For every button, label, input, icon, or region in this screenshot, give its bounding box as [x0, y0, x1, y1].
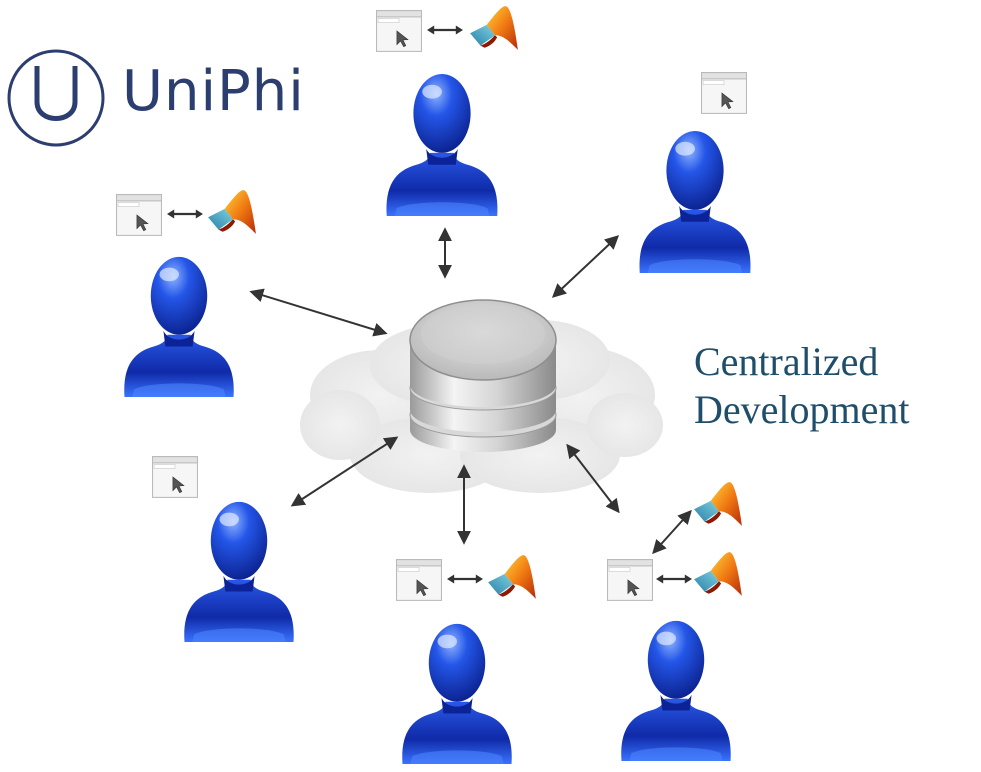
app-window-icon [116, 194, 162, 236]
user-bottom-center-icon [402, 623, 512, 765]
double-arrow-icon [447, 573, 483, 585]
arrow-left [249, 288, 388, 337]
matlab-icon [694, 482, 742, 526]
matlab-icon [470, 6, 518, 50]
user-top-icon [386, 73, 498, 217]
app-window-icon [701, 72, 747, 114]
matlab-icon [488, 555, 536, 599]
arrow-bottom-right [566, 443, 620, 514]
double-arrow-icon [167, 208, 203, 220]
app-window-icon [607, 559, 653, 601]
brand-name: UniPhi [122, 59, 305, 124]
connection-arrows [249, 227, 692, 555]
app-window-icon [152, 456, 198, 498]
database-icon [409, 299, 557, 452]
arrow-bottom-left [290, 436, 399, 507]
user-bottom-right-icon [621, 620, 731, 762]
matlab-icon [694, 552, 742, 596]
logo-ring [7, 49, 105, 147]
diagram-caption: Centralized Development [694, 338, 910, 434]
arrow-app-to-matlab-upper [652, 509, 692, 555]
caption-line-1: Centralized [694, 339, 879, 384]
user-top-right-icon [639, 130, 751, 274]
caption-line-2: Development [694, 387, 910, 432]
arrow-top-right [551, 235, 620, 298]
app-window-icon [396, 559, 442, 601]
user-bottom-left-icon [184, 501, 294, 643]
double-arrow-icon [656, 573, 692, 585]
matlab-icon [208, 190, 256, 234]
user-left-icon [124, 256, 234, 398]
uniphi-logo [7, 49, 105, 147]
logo-u-mark [34, 66, 78, 121]
app-window-icon [376, 10, 422, 52]
double-arrow-icon [427, 24, 463, 36]
